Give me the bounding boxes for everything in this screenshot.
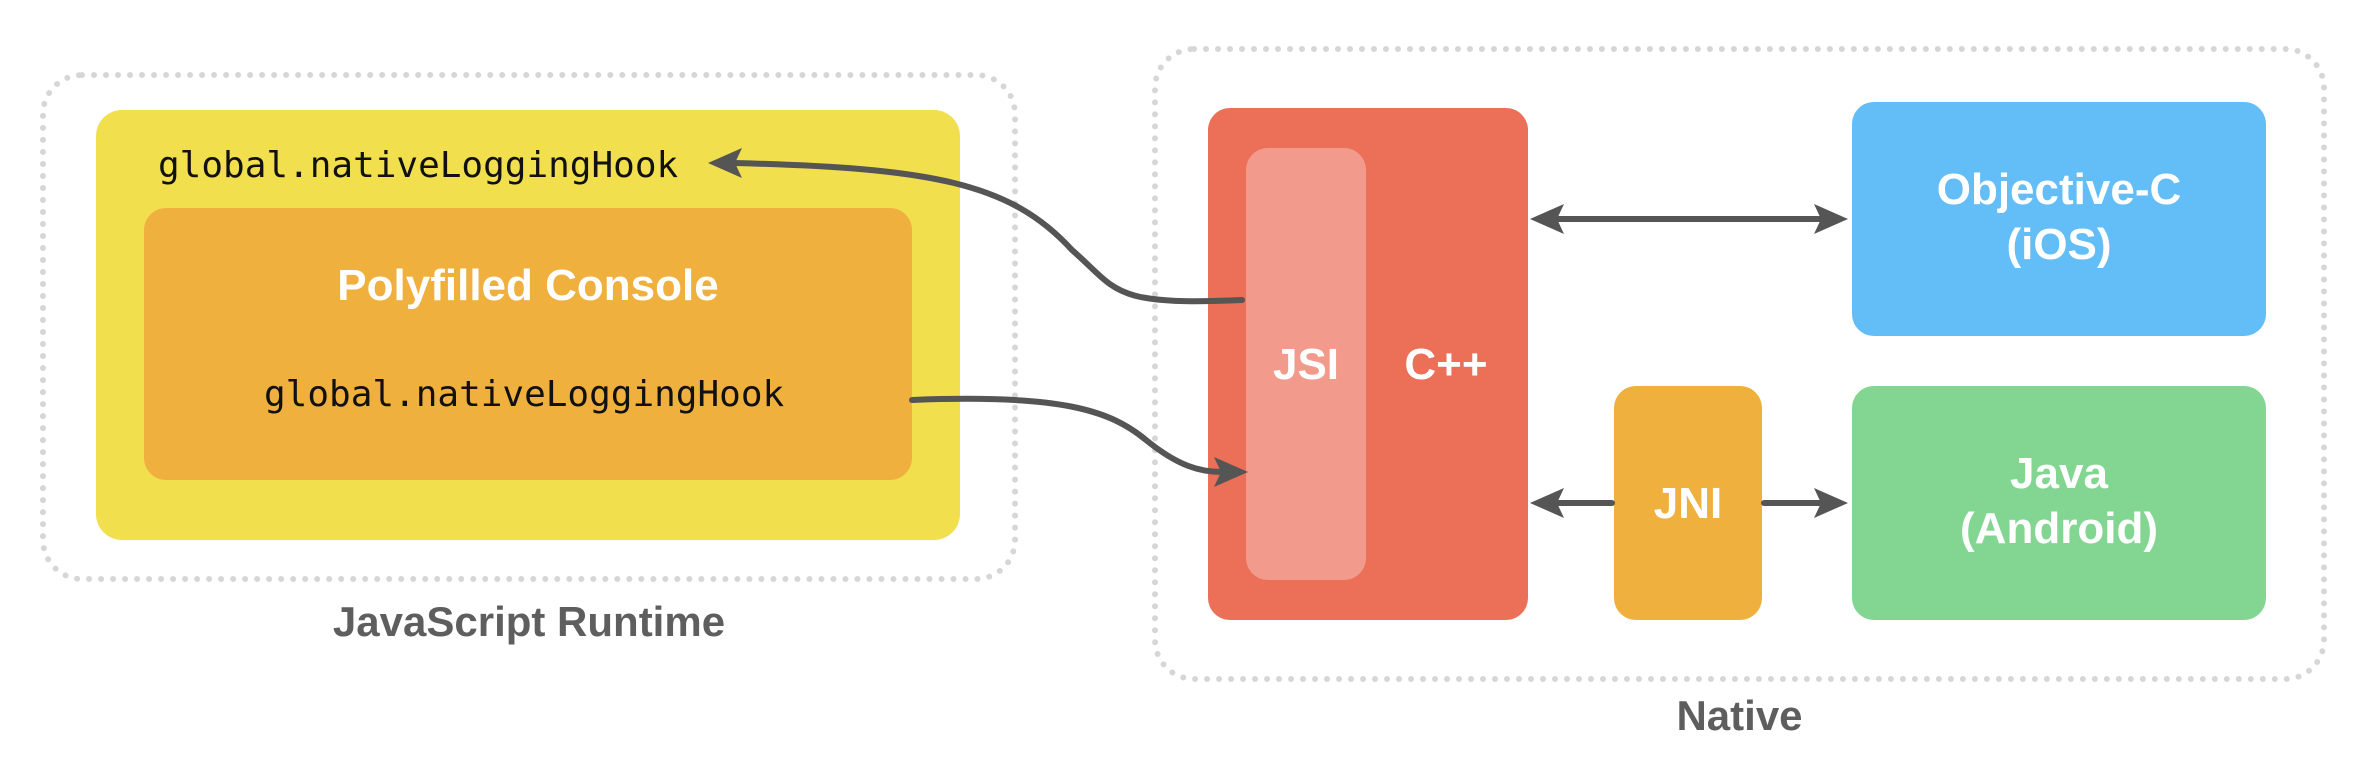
javascript-runtime-group xyxy=(40,72,1018,582)
arrow-console-hook-to-jsi xyxy=(909,395,1225,475)
arrowhead-cpp-top xyxy=(1530,204,1564,234)
arrowhead-global-hook xyxy=(708,148,742,178)
polyfilled-console-box xyxy=(144,208,912,480)
jsi-label: JSI xyxy=(1272,340,1340,389)
jsi-box xyxy=(1246,148,1366,580)
cpp-label: C++ xyxy=(1404,340,1488,389)
polyfilled-console-title: Polyfilled Console xyxy=(337,261,719,310)
arrowhead-cpp-bottom xyxy=(1530,488,1564,518)
java-label: Java (Android) xyxy=(1852,446,2266,556)
javascript-runtime-title: JavaScript Runtime xyxy=(332,598,726,645)
objective-c-box xyxy=(1852,102,2266,336)
jni-box xyxy=(1614,386,1762,620)
objective-c-name: Objective-C xyxy=(1936,165,2182,214)
java-box xyxy=(1852,386,2266,620)
console-logging-hook-label: global.nativeLoggingHook xyxy=(264,374,785,415)
global-logging-hook-label: global.nativeLoggingHook xyxy=(158,145,679,186)
arrow-jsi-to-global-hook xyxy=(732,160,1245,305)
native-group xyxy=(1152,46,2327,682)
objective-c-label: Objective-C (iOS) xyxy=(1852,162,2266,272)
java-platform: (Android) xyxy=(1960,504,2158,553)
arrowhead-java xyxy=(1814,488,1848,518)
jni-label: JNI xyxy=(1653,479,1723,528)
java-name: Java xyxy=(2010,449,2108,498)
arrowhead-objc xyxy=(1814,204,1848,234)
objective-c-platform: (iOS) xyxy=(2006,220,2112,269)
arrowhead-jsi xyxy=(1214,457,1248,487)
native-title: Native xyxy=(1676,692,1803,739)
